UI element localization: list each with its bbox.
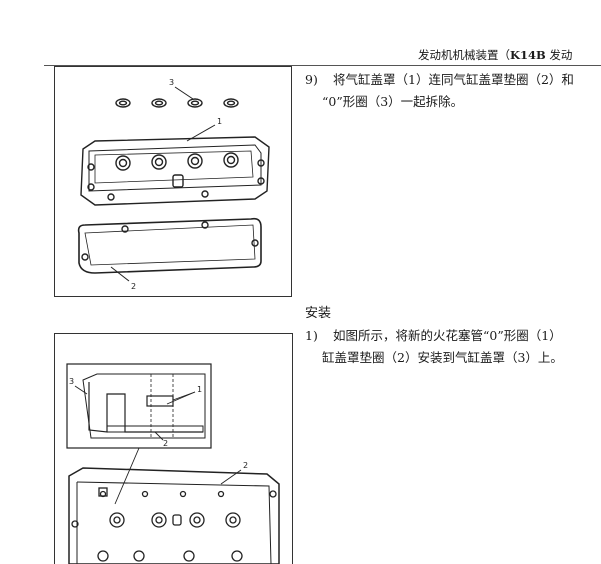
removal-step-9: 9) 将气缸盖罩（1）连同气缸盖罩垫圈（2）和	[305, 70, 601, 90]
callout-o-ring: 3	[169, 78, 174, 87]
cylinder-head-cover-main	[68, 467, 280, 564]
callout-gasket-inset: 2	[163, 439, 168, 448]
removal-step-9-line2: “0”形圈（3）一起拆除。	[322, 92, 601, 112]
install-section-title: 安装	[305, 306, 332, 321]
figure2-drawing: 3 1 2 2	[66, 363, 280, 564]
o-ring-2	[151, 98, 167, 108]
removal-step-text-line2: “0”形圈（3）一起拆除。	[322, 94, 464, 109]
header-suffix: 发动	[545, 48, 573, 62]
install-step-number: 1)	[305, 328, 318, 343]
callout-o-ring-inset: 1	[197, 385, 202, 394]
o-ring-4	[223, 98, 239, 108]
callout-gasket-main: 2	[243, 461, 248, 470]
header-title: 发动机机械装置（	[418, 48, 510, 62]
cylinder-head-cover-gasket	[77, 217, 262, 274]
page-header: 发动机机械装置（K14B 发动	[418, 47, 601, 63]
o-ring-1	[115, 98, 131, 108]
callout-cover-inset: 3	[69, 377, 74, 386]
removal-step-number: 9)	[305, 72, 318, 87]
install-step-text-line2: 缸盖罩垫圈（2）安装到气缸盖罩（3）上。	[322, 350, 563, 365]
o-ring-3	[187, 98, 203, 108]
removal-step-text-line1: 将气缸盖罩（1）连同气缸盖罩垫圈（2）和	[333, 72, 574, 87]
figure1-drawing: 3 1 2	[77, 78, 270, 291]
figure-cylinder-head-cover-removal: 3 1 2	[54, 66, 292, 297]
install-step-1: 1) 如图所示，将新的火花塞管“0”形圈（1）	[305, 326, 601, 346]
callout-cover: 1	[217, 117, 222, 126]
header-engine-code: K14B	[510, 48, 546, 62]
install-step-1-line2: 缸盖罩垫圈（2）安装到气缸盖罩（3）上。	[322, 348, 601, 368]
cylinder-head-cover	[80, 136, 270, 206]
install-step-text-line1: 如图所示，将新的火花塞管“0”形圈（1）	[333, 328, 562, 343]
header-rule	[44, 65, 601, 66]
figure-cylinder-head-cover-installation: 3 1 2 2	[54, 333, 293, 564]
callout-gasket: 2	[131, 282, 136, 291]
